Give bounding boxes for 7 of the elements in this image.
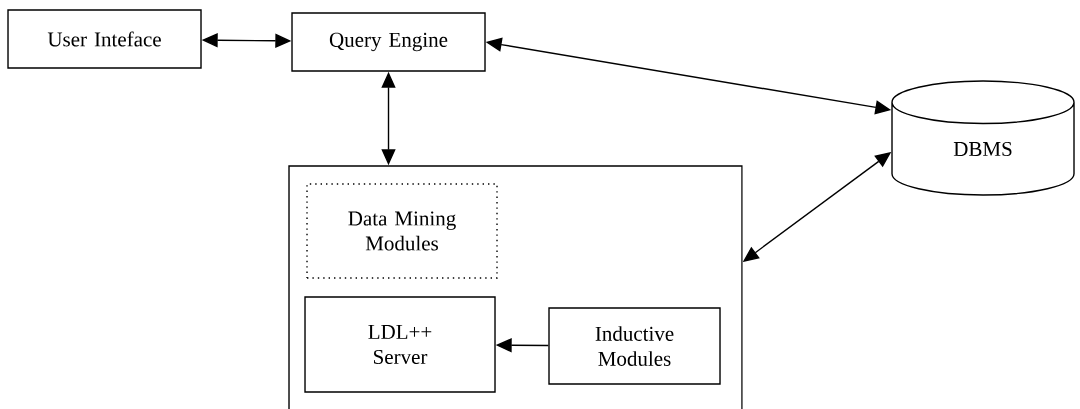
component-box: Query Engine — [291, 12, 486, 72]
container-box — [288, 165, 743, 409]
module-box: Inductive Modules — [548, 307, 721, 385]
module-box: Data Mining Modules — [306, 183, 498, 279]
database-cylinder: DBMS — [891, 80, 1075, 196]
component-box: User Inteface — [7, 9, 202, 69]
server-box: LDL++ Server — [304, 296, 496, 393]
